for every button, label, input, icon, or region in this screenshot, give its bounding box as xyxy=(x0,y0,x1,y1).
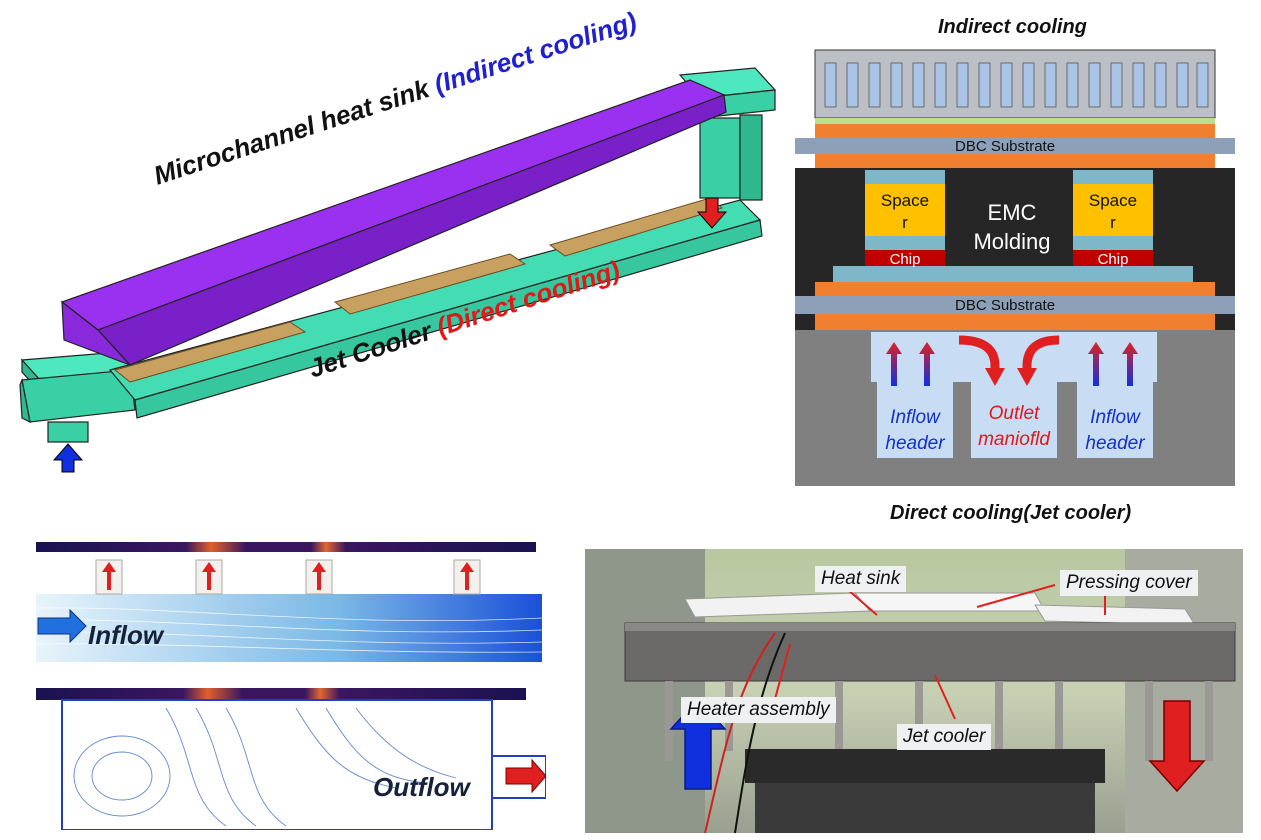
inflow-header-left-label: Inflow header xyxy=(877,405,953,457)
heat-sink-photo-label: Heat sink xyxy=(815,566,907,592)
spacer-left-line2: r xyxy=(902,213,908,232)
test-setup-photo xyxy=(585,549,1243,833)
outlet-line2: maniofld xyxy=(978,429,1050,450)
dbc-substrate-bottom-label: DBC Substrate xyxy=(955,297,1056,314)
chip-left-label: Chip xyxy=(889,251,921,268)
outlet-manifold-label: Outlet maniofld xyxy=(971,401,1057,453)
inflow-right-line1: Inflow xyxy=(1090,407,1140,428)
dbc-substrate-top-label: DBC Substrate xyxy=(955,138,1056,155)
emc-line2: Molding xyxy=(973,229,1051,254)
jet-arrows-right xyxy=(1088,342,1138,386)
outlet-line1: Outlet xyxy=(988,403,1040,424)
spacer-right-line2: r xyxy=(1110,213,1116,232)
chip-right-label: Chip xyxy=(1097,251,1129,268)
spacer-right-label: Space r xyxy=(1073,190,1153,234)
outlet-red-arrow-icon xyxy=(1148,700,1206,793)
spacer-left-label: Space r xyxy=(865,190,945,234)
cooler-3d-model xyxy=(19,67,777,473)
spacer-right-line1: Space xyxy=(1088,191,1138,210)
inflow-right-line2: header xyxy=(1085,433,1145,454)
jet-arrows-left xyxy=(886,342,935,386)
emc-line1: EMC xyxy=(987,200,1037,225)
heater-assembly-photo-label: Heater assembly xyxy=(681,697,836,723)
indirect-cooling-title: Indirect cooling xyxy=(938,16,1087,38)
inflow-arrow-icon xyxy=(37,608,87,644)
cfd-flow-fields xyxy=(36,542,546,830)
cross-section-diagram xyxy=(795,49,1235,486)
inflow-left-line2: header xyxy=(885,433,945,454)
outflow-arrow-icon xyxy=(505,758,546,794)
spacer-left-line1: Space xyxy=(880,191,930,210)
inlet-arrow-icon xyxy=(52,443,84,473)
outlet-arrow-right-icon xyxy=(1022,335,1060,370)
inflow-label: Inflow xyxy=(88,620,164,650)
emc-molding-label: EMC Molding xyxy=(962,198,1062,256)
inflow-header-right-label: Inflow header xyxy=(1077,405,1153,457)
direct-cooling-caption: Direct cooling(Jet cooler) xyxy=(890,502,1132,524)
outlet-arrow-left-icon xyxy=(958,335,1000,370)
jet-cooler-photo-label: Jet cooler xyxy=(897,724,992,750)
outflow-label: Outflow xyxy=(373,772,470,802)
microchannel-fins xyxy=(824,62,1209,108)
inflow-left-line1: Inflow xyxy=(890,407,940,428)
pressing-cover-photo-label: Pressing cover xyxy=(1060,570,1198,596)
outlet-arrow-icon xyxy=(696,197,728,229)
